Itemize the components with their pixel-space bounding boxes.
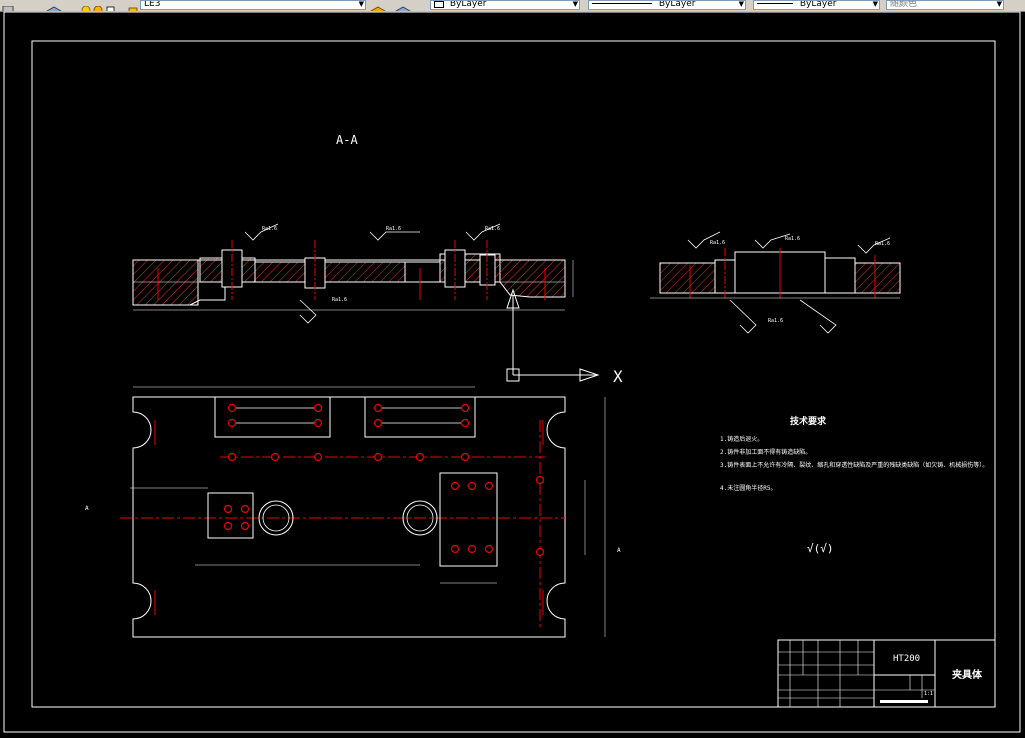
ucs-icon: X	[506, 288, 623, 386]
chevron-down-icon: ▼	[738, 0, 744, 8]
tech-note: 2.铸件非加工面不得有铸造缺陷。	[720, 448, 811, 456]
linetype-sample	[592, 3, 652, 4]
lineweight-dropdown[interactable]: ByLayer ▼	[753, 0, 880, 10]
part-name: 夹具体	[952, 668, 983, 681]
make-current-layer-icon[interactable]	[370, 0, 386, 11]
top-view: A A	[85, 386, 621, 638]
color-dropdown-value: ByLayer	[449, 0, 487, 9]
roughness-label: Ra1.6	[768, 318, 783, 324]
tech-title: 技术要求	[790, 415, 827, 427]
chevron-down-icon: ▼	[872, 0, 878, 8]
properties-toolbar: LE3 ▼ ByLayer ▼ ByLayer ▼ ByLayer ▼ 随颜色 …	[0, 0, 1025, 12]
layer-on-icon[interactable]	[80, 0, 92, 11]
color-swatch	[434, 1, 444, 8]
roughness-label: Ra1.6	[875, 241, 890, 247]
drawing-frame	[31, 40, 996, 708]
linetype-dropdown-value: ByLayer	[658, 0, 696, 9]
layer-previous-icon[interactable]	[395, 0, 411, 11]
chevron-down-icon: ▼	[996, 0, 1002, 8]
roughness-label: Ra1.6	[710, 240, 725, 246]
roughness-mark: √(√)	[807, 542, 834, 555]
color-dropdown[interactable]: ByLayer ▼	[430, 0, 580, 10]
section-arrow-right: A	[617, 547, 621, 554]
roughness-label: Ra1.6	[785, 236, 800, 242]
drawing-canvas[interactable]: A-A Ra1.6 Ra1.6 Ra1.6 Ra1.6	[0, 11, 1025, 734]
ucs-x-label: X	[613, 367, 623, 386]
tech-note: 3.铸件表面上不允许有冷隔、裂纹、缩孔和穿透性缺陷及严重的残缺类缺陷（如欠铸、机…	[720, 461, 988, 469]
layer-freeze-icon[interactable]	[92, 0, 104, 11]
tech-note: 1.铸造后退火。	[720, 435, 763, 443]
layer-color-icon[interactable]	[105, 0, 117, 11]
section-view-main: Ra1.6 Ra1.6 Ra1.6 Ra1.6	[132, 223, 574, 324]
chevron-down-icon: ▼	[358, 0, 364, 8]
layer-dropdown[interactable]: LE3 ▼	[140, 0, 366, 10]
layer-lock-icon[interactable]	[127, 0, 139, 11]
linetype-dropdown[interactable]: ByLayer ▼	[588, 0, 746, 10]
technical-requirements: 技术要求 1.铸造后退火。 2.铸件非加工面不得有铸造缺陷。 3.铸件表面上不允…	[720, 415, 988, 555]
section-view-side: Ra1.6 Ra1.6 Ra1.6 Ra1.6	[650, 231, 901, 334]
section-label: A-A	[336, 133, 358, 147]
lineweight-sample	[757, 3, 793, 4]
roughness-label: Ra1.6	[332, 297, 347, 303]
scale-label: 1:1	[924, 691, 933, 697]
roughness-label: Ra1.6	[485, 226, 500, 232]
roughness-label: Ra1.6	[262, 226, 277, 232]
layer-states-icon[interactable]	[46, 0, 62, 11]
layer-dropdown-value: LE3	[144, 0, 161, 9]
layer-manager-icon[interactable]	[2, 0, 14, 11]
material-label: HT200	[893, 654, 920, 664]
title-block: HT200 夹具体 1:1	[777, 639, 996, 708]
sheet-outer-border	[3, 11, 1021, 733]
chevron-down-icon: ▼	[572, 0, 578, 8]
section-arrow-left: A	[85, 505, 89, 512]
plotstyle-dropdown-value: 随颜色	[890, 0, 918, 9]
roughness-label: Ra1.6	[386, 226, 401, 232]
tech-note: 4.未注圆角半径R5。	[720, 484, 776, 492]
lineweight-dropdown-value: ByLayer	[799, 0, 837, 9]
plotstyle-dropdown[interactable]: 随颜色 ▼	[886, 0, 1004, 10]
